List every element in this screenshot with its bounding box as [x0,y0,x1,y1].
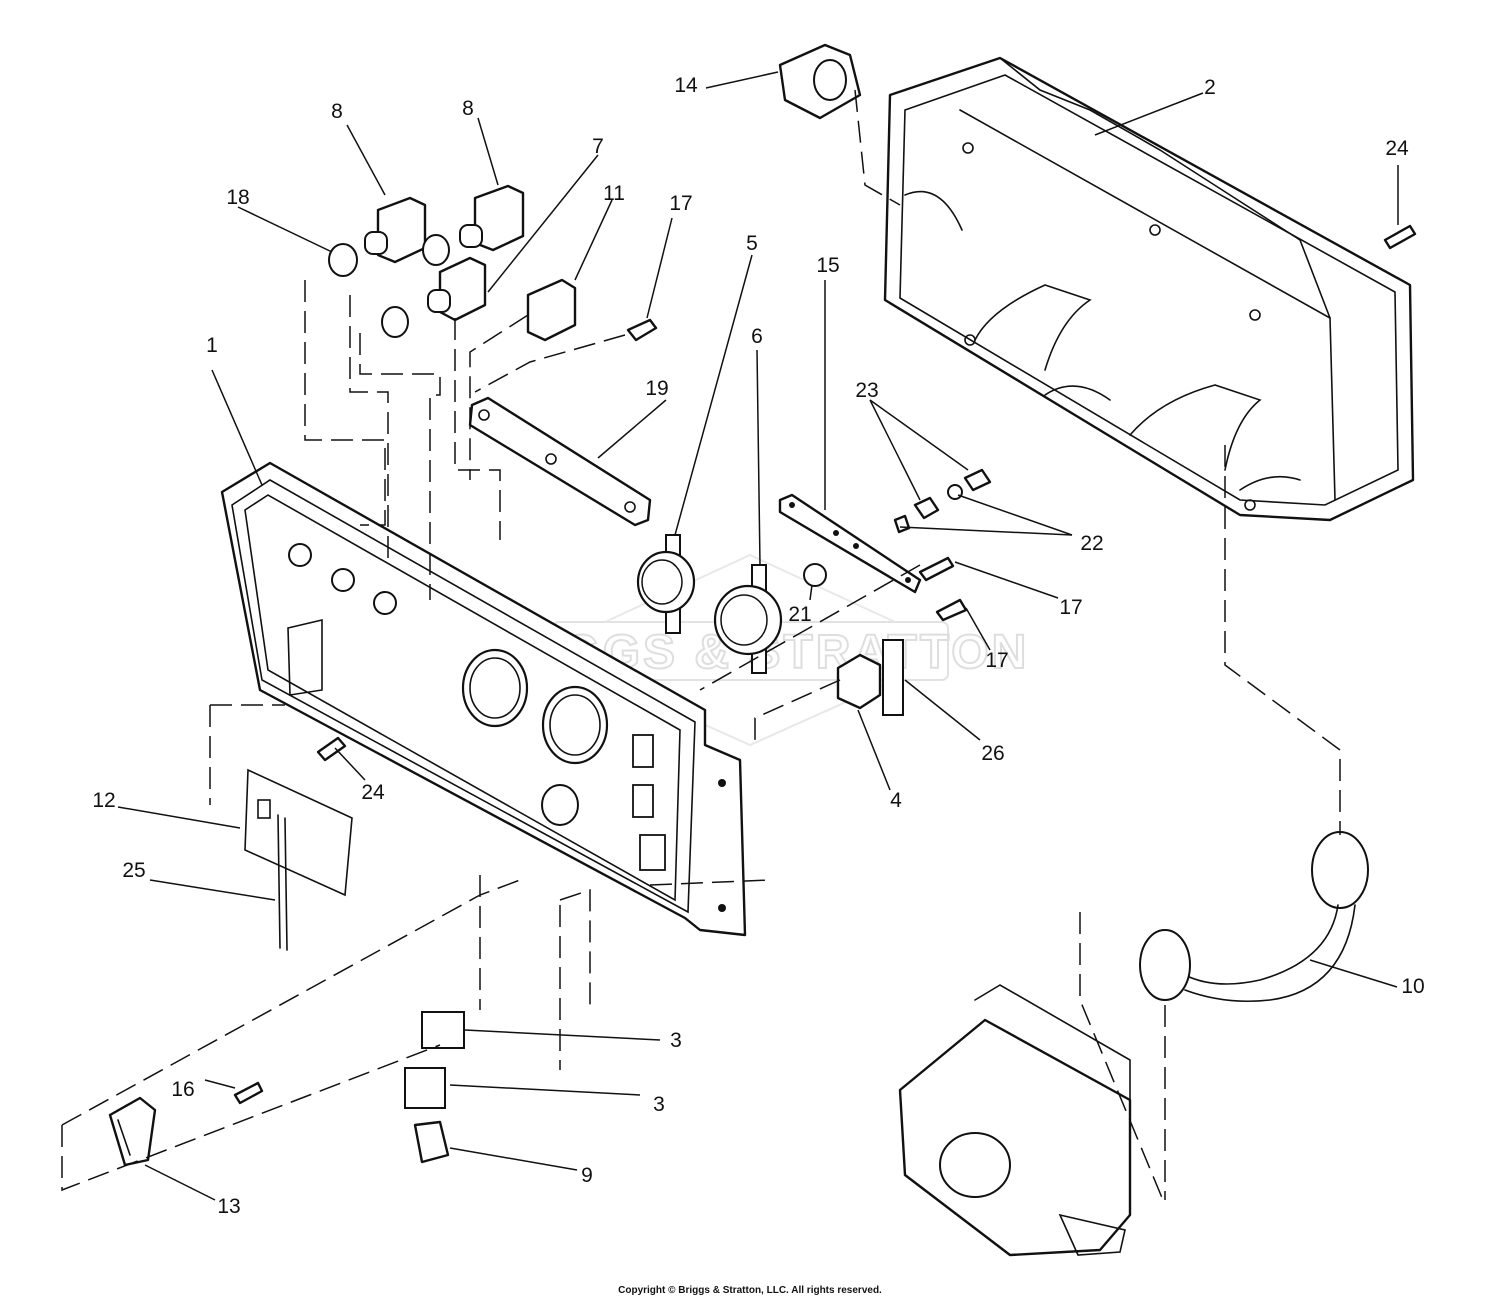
callout-14: 14 [674,74,698,97]
callout-8b: 8 [462,97,474,120]
part-shroud [898,984,1132,1257]
callout-6: 6 [751,325,763,348]
part-receptacle-5 [636,534,696,634]
part-housing [883,56,1415,522]
assembly-lines [61,89,1341,1206]
callout-7: 7 [592,135,604,158]
callout-5: 5 [746,232,758,255]
callout-3b: 3 [653,1093,665,1116]
callouts: 1 2 3 3 4 5 6 7 8 8 9 10 11 12 13 14 15 … [92,74,1424,1218]
part-board-12 [244,768,353,951]
callout-16: 16 [171,1078,194,1101]
callout-11: 11 [603,182,625,205]
callout-26: 26 [981,742,1004,765]
callout-1: 1 [206,334,218,357]
callout-19: 19 [645,377,668,400]
part-strip-15 [778,493,922,594]
part-grommet-14 [778,43,862,120]
part-block-11 [526,278,577,342]
callout-15: 15 [816,254,839,277]
callout-17b: 17 [1059,596,1082,619]
callout-17a: 17 [669,192,692,215]
callout-4: 4 [890,789,902,812]
callout-18: 18 [226,186,249,209]
part-knobs [328,184,525,338]
callout-21: 21 [788,603,811,626]
part-switch-9 [413,1120,450,1164]
callout-17c: 17 [985,649,1008,672]
part-bracket-19 [468,396,652,527]
part-control-panel [220,461,747,937]
part-cable-10 [1139,831,1369,1003]
part-outlets-3 [404,1011,465,1109]
callout-22: 22 [1080,532,1103,555]
callout-10: 10 [1401,975,1424,998]
callout-13: 13 [217,1195,240,1218]
callout-25: 25 [122,859,145,882]
callout-2: 2 [1204,76,1216,99]
callout-24a: 24 [1385,137,1409,160]
callout-3a: 3 [670,1029,682,1052]
leader-lines [117,71,1399,1201]
part-receptacle-6 [713,564,783,674]
part-outlet-4 [836,653,882,710]
callout-9: 9 [581,1164,593,1187]
copyright-notice: Copyright © Briggs & Stratton, LLC. All … [618,1285,882,1296]
callout-23: 23 [855,379,878,402]
callout-12: 12 [92,789,115,812]
callout-8a: 8 [331,100,343,123]
callout-24b: 24 [361,781,385,804]
part-plate-26 [882,639,904,716]
part-breaker-13 [108,1096,157,1167]
